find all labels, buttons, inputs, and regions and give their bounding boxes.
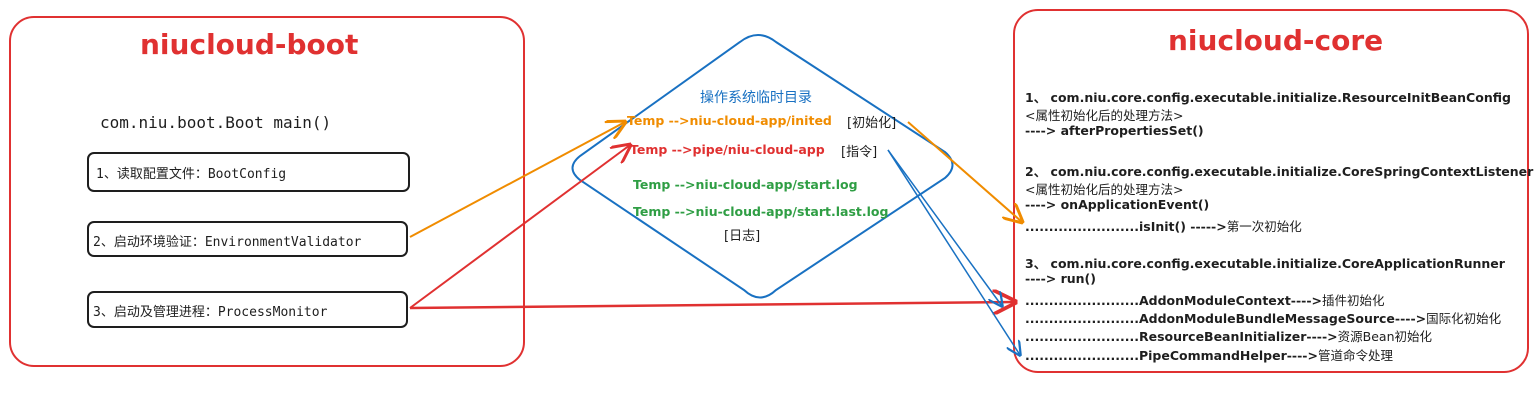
core-s2-desc: <属性初始化后的处理方法>	[1025, 182, 1184, 197]
boot-step-2: 2、启动环境验证：EnvironmentValidator	[93, 235, 362, 250]
core-s2-head: 2、 com.niu.core.config.executable.initia…	[1025, 164, 1534, 179]
boot-container	[9, 16, 525, 367]
log-path-2: Temp -->niu-cloud-app/start.last.log	[633, 204, 889, 219]
core-s3-item: ........................PipeCommandHelpe…	[1025, 348, 1393, 363]
pipe-tag: [指令]	[841, 145, 878, 160]
tempdir-diamond	[571, 34, 954, 299]
core-s3-item: ........................AddonModuleBundl…	[1025, 311, 1502, 326]
core-s3-item: ........................ResourceBeanInit…	[1025, 329, 1432, 344]
core-s1-call: ----> afterPropertiesSet()	[1025, 123, 1204, 138]
inited-path: Temp -->niu-cloud-app/inited	[627, 113, 832, 128]
boot-step-3: 3、启动及管理进程：ProcessMonitor	[93, 305, 328, 320]
tempdir-label: 操作系统临时目录	[700, 90, 812, 106]
boot-main: com.niu.boot.Boot main()	[100, 113, 332, 132]
log-path-1: Temp -->niu-cloud-app/start.log	[633, 177, 858, 192]
boot-title: niucloud-boot	[140, 28, 359, 61]
core-s1-desc: <属性初始化后的处理方法>	[1025, 108, 1184, 123]
pipe-path: Temp -->pipe/niu-cloud-app	[630, 142, 825, 157]
core-container	[1013, 9, 1529, 373]
core-s3-call: ----> run()	[1025, 271, 1096, 286]
core-s1-head: 1、 com.niu.core.config.executable.initia…	[1025, 90, 1511, 105]
core-s2-call: ----> onApplicationEvent()	[1025, 197, 1210, 212]
core-s2-sub: ........................isInit() ----->第…	[1025, 219, 1302, 234]
inited-tag: [初始化]	[847, 116, 897, 131]
core-s3-item: ........................AddonModuleConte…	[1025, 293, 1385, 308]
core-title: niucloud-core	[1168, 24, 1384, 57]
core-s3-head: 3、 com.niu.core.config.executable.initia…	[1025, 256, 1505, 271]
boot-step-1: 1、读取配置文件：BootConfig	[96, 167, 287, 182]
log-tag: [日志]	[724, 229, 761, 244]
